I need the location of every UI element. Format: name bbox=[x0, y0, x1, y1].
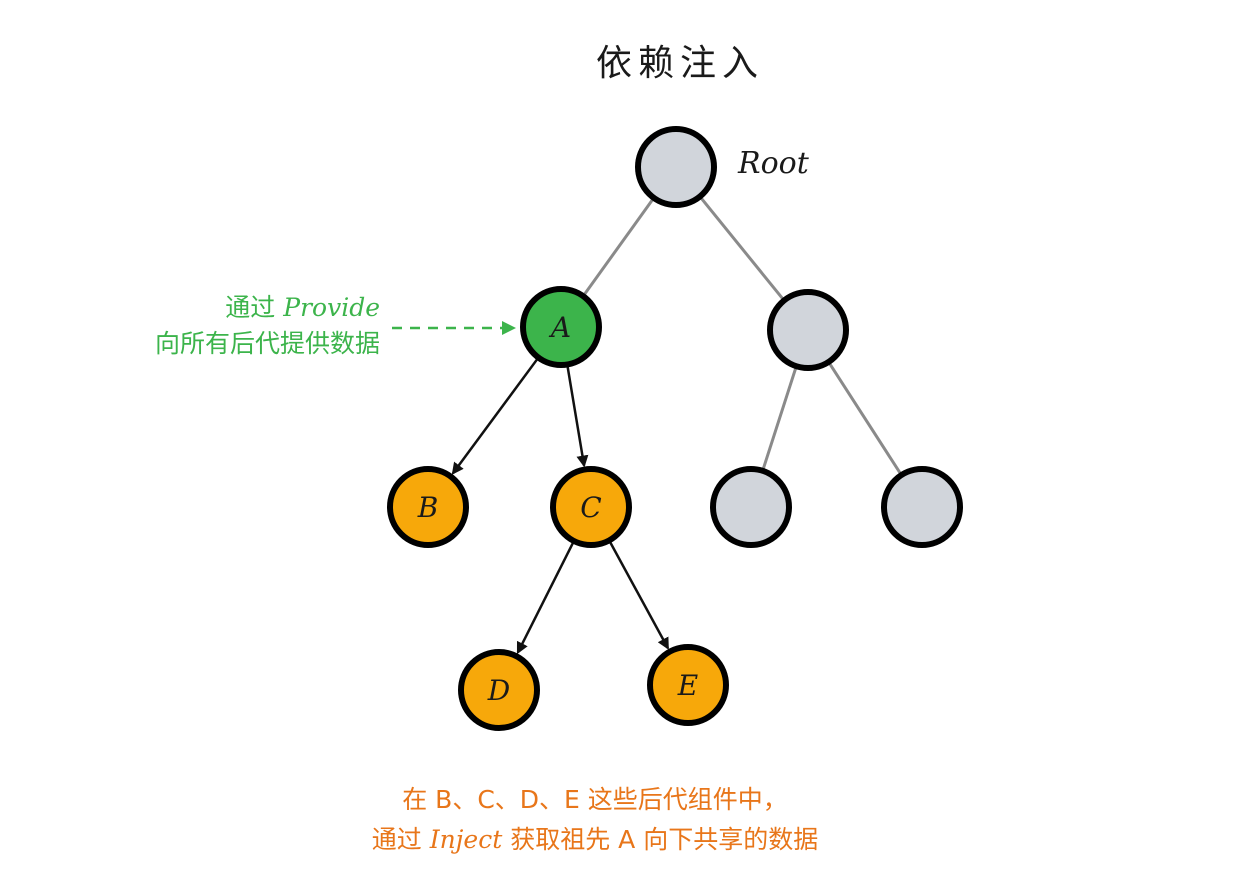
node-circle bbox=[635, 126, 717, 208]
inject-line-2: 通过 Inject 获取祖先 A 向下共享的数据 bbox=[0, 820, 1190, 860]
node-label: A bbox=[548, 311, 571, 344]
inject-prefix: 通过 bbox=[371, 825, 430, 854]
provide-keyword: Provide bbox=[283, 293, 380, 322]
node-circle bbox=[881, 466, 963, 548]
provide-line-2: 向所有后代提供数据 bbox=[154, 329, 380, 358]
provide-annotation: 通过 Provide 向所有后代提供数据 bbox=[155, 290, 380, 362]
tree-node-b: B bbox=[387, 466, 469, 548]
node-circle bbox=[710, 466, 792, 548]
inject-keyword: Inject bbox=[429, 825, 503, 854]
node-circle bbox=[387, 466, 469, 548]
node-circle bbox=[550, 466, 632, 548]
tree-node-a: A bbox=[520, 286, 602, 368]
tree-node-d: D bbox=[458, 649, 540, 731]
edge-r1-r3 bbox=[827, 361, 903, 476]
tree-node-root bbox=[635, 126, 717, 208]
tree-node-r3 bbox=[881, 466, 963, 548]
node-circle bbox=[767, 289, 849, 371]
provide-prefix: 通过 bbox=[225, 293, 284, 322]
inject-suffix: 获取祖先 A 向下共享的数据 bbox=[502, 825, 819, 854]
node-label: B bbox=[417, 491, 439, 524]
edge-c-d bbox=[516, 540, 576, 655]
nodes-layer: A B C D E bbox=[387, 126, 963, 731]
provide-line-1: 通过 Provide bbox=[155, 290, 380, 326]
node-label: D bbox=[487, 674, 510, 707]
root-label: Root bbox=[738, 146, 809, 181]
edge-a-c bbox=[566, 364, 589, 468]
inject-line-1: 在 B、C、D、E 这些后代组件中， bbox=[402, 785, 788, 814]
node-label: C bbox=[580, 491, 601, 524]
tree-node-r1 bbox=[767, 289, 849, 371]
tree-node-c: C bbox=[550, 466, 632, 548]
node-label: E bbox=[677, 669, 698, 702]
inject-annotation: 在 B、C、D、E 这些后代组件中， 通过 Inject 获取祖先 A 向下共享… bbox=[0, 780, 1190, 860]
edges-layer bbox=[451, 195, 903, 655]
edge-root-a bbox=[581, 196, 656, 298]
diagram-title: 依赖注入 bbox=[595, 43, 764, 84]
tree-node-e: E bbox=[647, 644, 729, 726]
node-circle bbox=[520, 286, 602, 368]
edge-r1-r2 bbox=[761, 365, 798, 472]
edge-c-e bbox=[608, 539, 670, 650]
node-circle bbox=[458, 649, 540, 731]
edge-root-r1 bbox=[698, 195, 786, 302]
node-circle bbox=[647, 644, 729, 726]
tree-node-r2 bbox=[710, 466, 792, 548]
edge-a-b bbox=[451, 356, 540, 475]
